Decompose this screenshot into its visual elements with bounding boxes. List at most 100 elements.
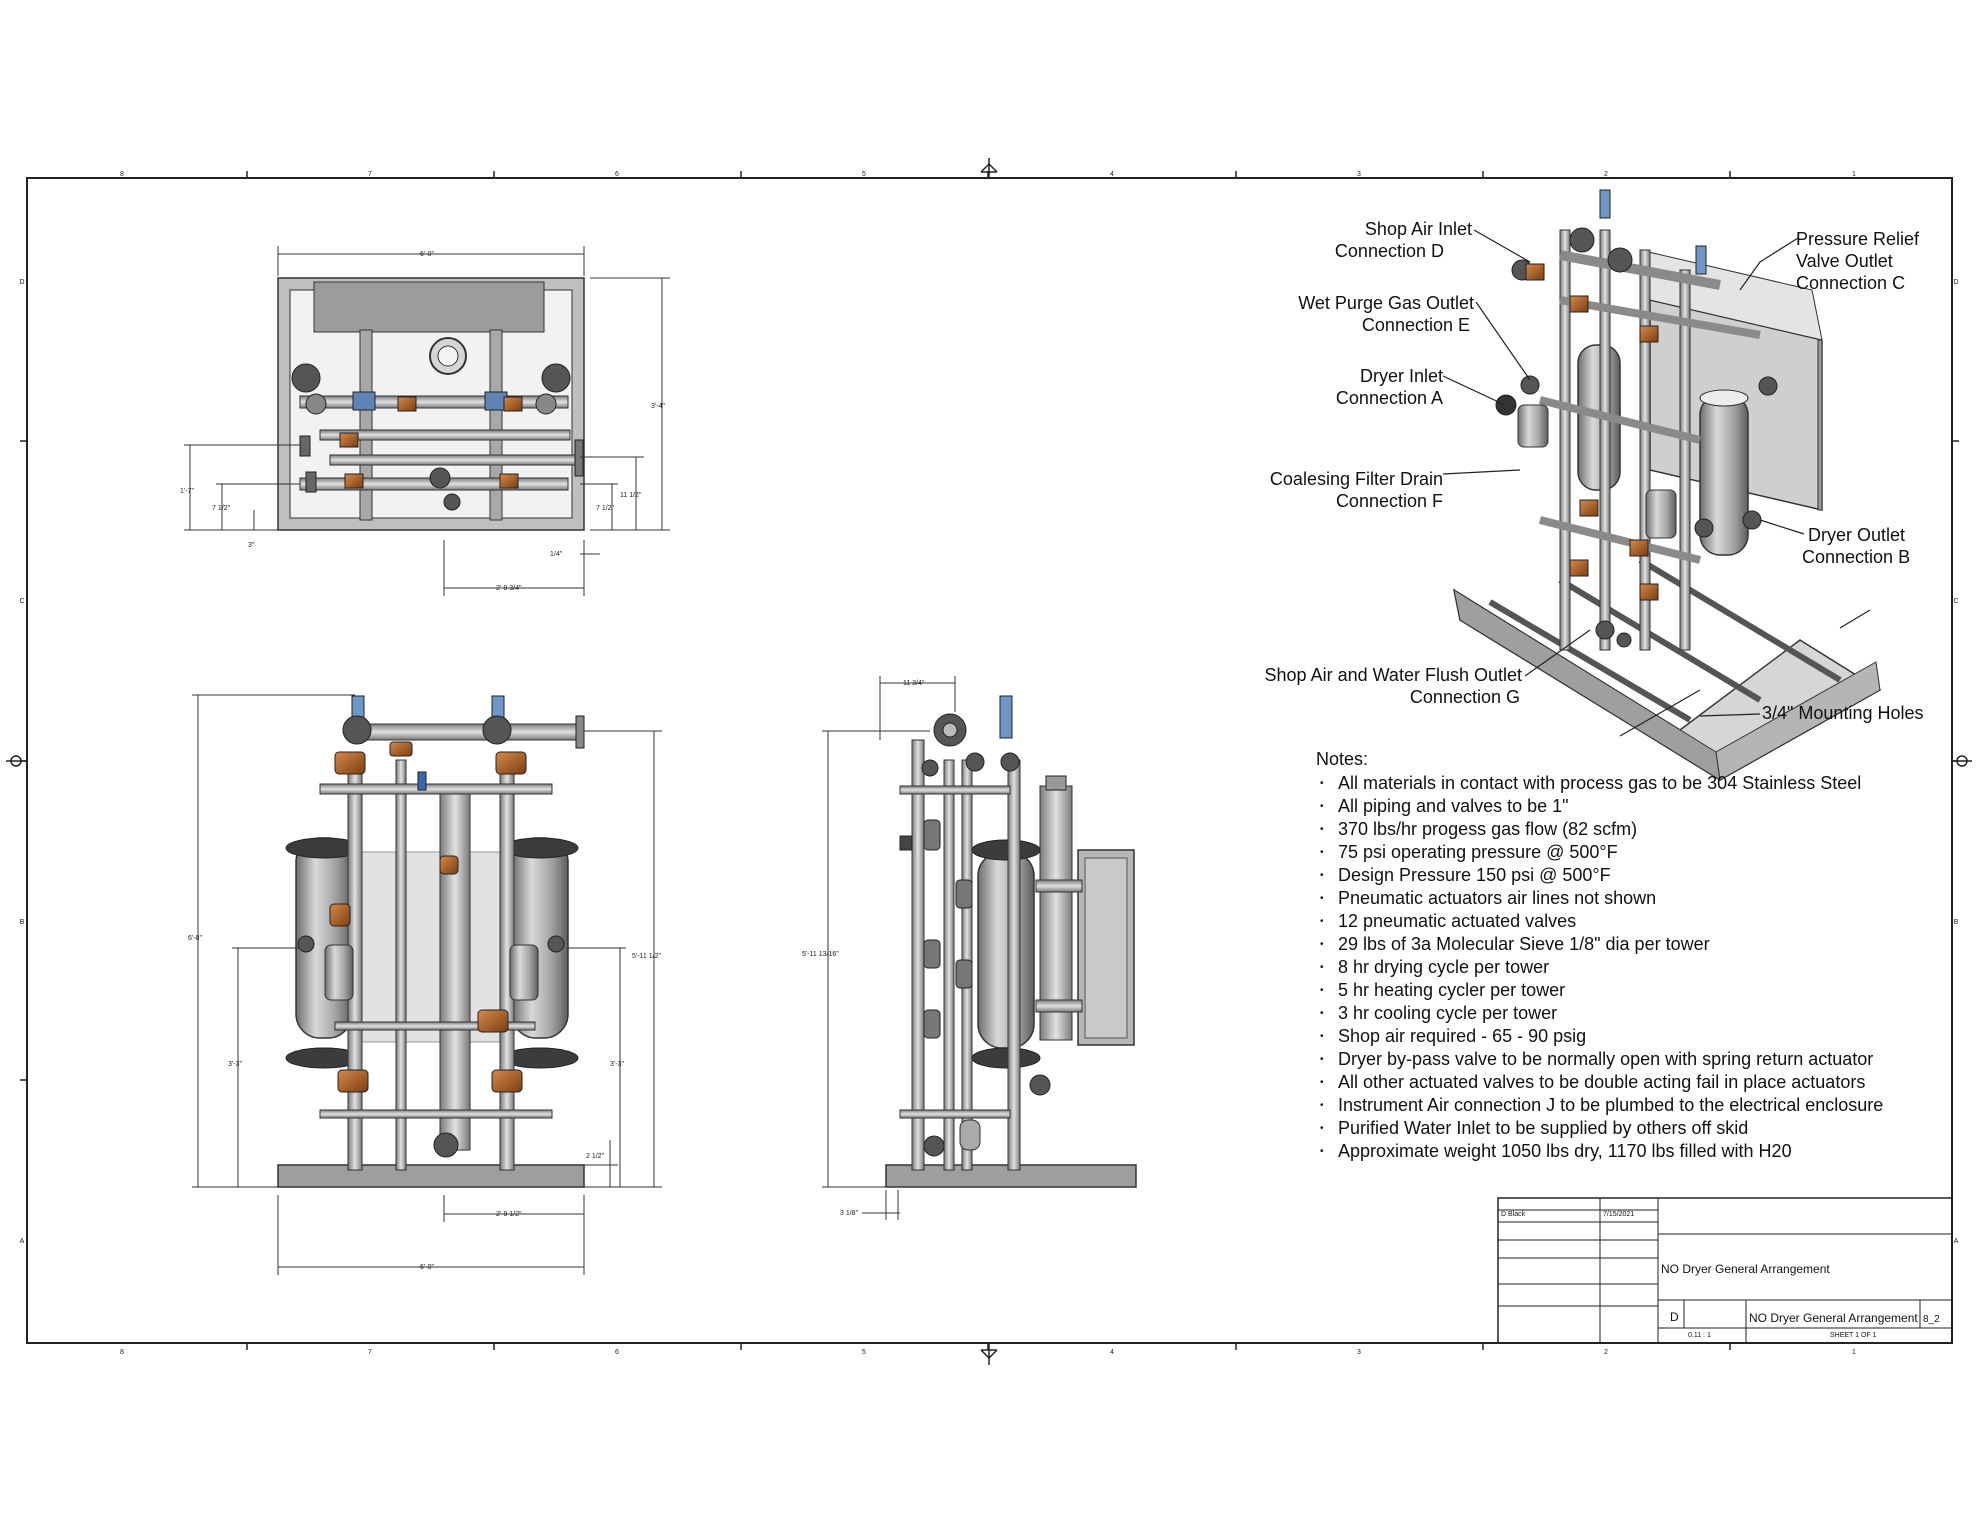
title-block-title: NO Dryer General Arrangement (1661, 1262, 1830, 1276)
callout-dryer-outlet-line1: Dryer Outlet (1808, 525, 1906, 545)
note-item: Purified Water Inlet to be supplied by o… (1316, 1117, 1883, 1140)
callout-dryer-outlet-line2: Connection B (1802, 547, 1911, 567)
callout-wet-purge-line1: Wet Purge Gas Outlet (1298, 293, 1474, 313)
note-item: Pneumatic actuators air lines not shown (1316, 887, 1883, 910)
note-item: Instrument Air connection J to be plumbe… (1316, 1094, 1883, 1117)
zone-col-4-bottom: 4 (1110, 1349, 1114, 1356)
zone-col-1-bottom: 1 (1852, 1349, 1856, 1356)
zone-row-b-right: B (1954, 919, 1959, 926)
zone-col-3-bottom: 3 (1357, 1349, 1361, 1356)
dim-front-base: 2 1/2" (586, 1153, 605, 1160)
zone-col-8-bottom: 8 (120, 1349, 124, 1356)
zone-row-c-right: C (1953, 598, 1958, 605)
notes-heading: Notes: (1316, 749, 1369, 769)
dim-top-left-a: 1'-7" (180, 488, 194, 495)
callout-dryer-inlet-line1: Dryer Inlet (1359, 366, 1443, 386)
front-view: 6'-8" 5'-11 1/2" 3'-3" 3'-3" 2 1/2" 2'-9… (188, 694, 662, 1275)
note-item: All materials in contact with process ga… (1316, 772, 1883, 795)
zone-row-b: B (20, 919, 25, 926)
dim-side-top: 11 3/4" (903, 680, 925, 687)
callout-shop-air-water-line2: Connection G (1409, 687, 1520, 707)
zone-row-c: C (19, 598, 24, 605)
note-item: Shop air required - 65 - 90 psig (1316, 1025, 1883, 1048)
title-block-date: 7/15/2021 (1603, 1211, 1635, 1218)
callout-mounting-holes: 3/4" Mounting Holes (1762, 703, 1924, 723)
zone-col-3: 3 (1357, 171, 1361, 178)
zone-col-2: 2 (1604, 171, 1608, 178)
title-block-dwg-no-suffix: 8_2 (1923, 1314, 1940, 1325)
callout-dryer-outlet: Dryer Outlet Connection B (1802, 524, 1910, 568)
dim-front-left-h2: 3'-3" (228, 1061, 242, 1068)
zone-col-8: 8 (120, 171, 124, 178)
note-item: Design Pressure 150 psi @ 500°F (1316, 864, 1883, 887)
callout-shop-air-water: Shop Air and Water Flush Outlet Connecti… (1216, 664, 1522, 708)
callout-dryer-inlet: Dryer Inlet Connection A (1300, 365, 1443, 409)
zone-col-1: 1 (1852, 171, 1856, 178)
dim-top-left-c: 3" (248, 542, 255, 549)
callout-wet-purge: Wet Purge Gas Outlet Connection E (1262, 292, 1474, 336)
note-item: 8 hr drying cycle per tower (1316, 956, 1883, 979)
zone-col-2-bottom: 2 (1604, 1349, 1608, 1356)
callout-shop-air-inlet-line1: Shop Air Inlet (1364, 219, 1472, 239)
dim-top-right-b: 7 1/2" (596, 505, 615, 512)
note-item: Approximate weight 1050 lbs dry, 1170 lb… (1316, 1140, 1883, 1163)
zone-col-5-bottom: 5 (862, 1349, 866, 1356)
dim-top-width: 6'-0" (420, 251, 434, 258)
zone-col-7-bottom: 7 (368, 1349, 372, 1356)
title-block-drawn-by: D Black (1501, 1211, 1526, 1218)
callout-pressure-relief: Pressure Relief Valve Outlet Connection … (1796, 228, 1919, 294)
zone-col-6: 6 (615, 171, 619, 178)
sheet-border: 8 7 6 5 4 3 2 1 8 7 6 5 4 3 2 1 D C B A … (6, 158, 1972, 1365)
note-item: 3 hr cooling cycle per tower (1316, 1002, 1883, 1025)
zone-row-d-right: D (1953, 279, 1958, 286)
callout-coalescing-line1: Coalesing Filter Drain (1269, 469, 1443, 489)
dim-top-left-b: 7 1/2" (212, 505, 231, 512)
dim-front-right-h2: 3'-3" (610, 1061, 624, 1068)
callout-wet-purge-line2: Connection E (1361, 315, 1470, 335)
note-item: All other actuated valves to be double a… (1316, 1071, 1883, 1094)
notes-list: All materials in contact with process ga… (1316, 772, 1883, 1163)
zone-col-7: 7 (368, 171, 372, 178)
note-item: Dryer by-pass valve to be normally open … (1316, 1048, 1883, 1071)
zone-row-d: D (19, 279, 24, 286)
dim-front-left-h: 6'-8" (188, 935, 202, 942)
dim-front-bottom-a: 2'-9 1/2" (496, 1211, 522, 1218)
title-block-scale: 0.11 : 1 (1688, 1332, 1711, 1339)
callout-shop-air-inlet: Shop Air Inlet Connection D (1332, 218, 1472, 262)
zone-col-4: 4 (1110, 171, 1114, 178)
zone-col-6-bottom: 6 (615, 1349, 619, 1356)
note-item: 12 pneumatic actuated valves (1316, 910, 1883, 933)
note-item: 75 psi operating pressure @ 500°F (1316, 841, 1883, 864)
dim-front-right-h: 5'-11 1/2" (632, 953, 662, 960)
callout-shop-air-water-line1: Shop Air and Water Flush Outlet (1264, 665, 1522, 685)
callout-pressure-relief-line1: Pressure Relief (1796, 229, 1920, 249)
note-item: 370 lbs/hr progess gas flow (82 scfm) (1316, 818, 1883, 841)
zone-col-5: 5 (862, 171, 866, 178)
dim-top-height: 3'-4" (651, 403, 665, 410)
zone-row-a-right: A (1954, 1238, 1959, 1245)
title-block-sheet: SHEET 1 OF 1 (1830, 1332, 1877, 1339)
top-view: 6'-0" 3'-4" 1'-7" 7 1/2" 3" 11 1/2" 7 1/… (180, 246, 670, 596)
title-block-dwg-no: NO Dryer General Arrangement (1749, 1311, 1918, 1325)
callout-pressure-relief-line2: Valve Outlet (1796, 251, 1893, 271)
callout-coalescing-line2: Connection F (1335, 491, 1443, 511)
note-item: All piping and valves to be 1" (1316, 795, 1883, 818)
dim-side-h: 5'-11 13/16" (802, 951, 839, 958)
title-block-size: D (1670, 1310, 1679, 1324)
callout-pressure-relief-line3: Connection C (1796, 273, 1906, 293)
dim-top-right-a: 11 1/2" (620, 492, 642, 499)
title-block (1497, 1197, 1953, 1344)
note-item: 5 hr heating cycler per tower (1316, 979, 1883, 1002)
isometric-view (1442, 189, 1882, 781)
dim-top-small: 1/4" (550, 551, 563, 558)
side-view: 11 3/4" 5'-11 13/16" 3 1/8" (802, 676, 1137, 1220)
callout-dryer-inlet-line2: Connection A (1335, 388, 1443, 408)
dim-top-bottom: 2'-9 3/4" (496, 585, 522, 592)
dim-front-bottom-b: 6'-0" (420, 1264, 434, 1271)
note-item: 29 lbs of 3a Molecular Sieve 1/8" dia pe… (1316, 933, 1883, 956)
callout-coalescing: Coalesing Filter Drain Connection F (1232, 468, 1443, 512)
notes-block: Notes: All materials in contact with pro… (1316, 748, 1883, 1163)
dim-side-bottom: 3 1/8" (840, 1210, 859, 1217)
zone-row-a: A (20, 1238, 25, 1245)
